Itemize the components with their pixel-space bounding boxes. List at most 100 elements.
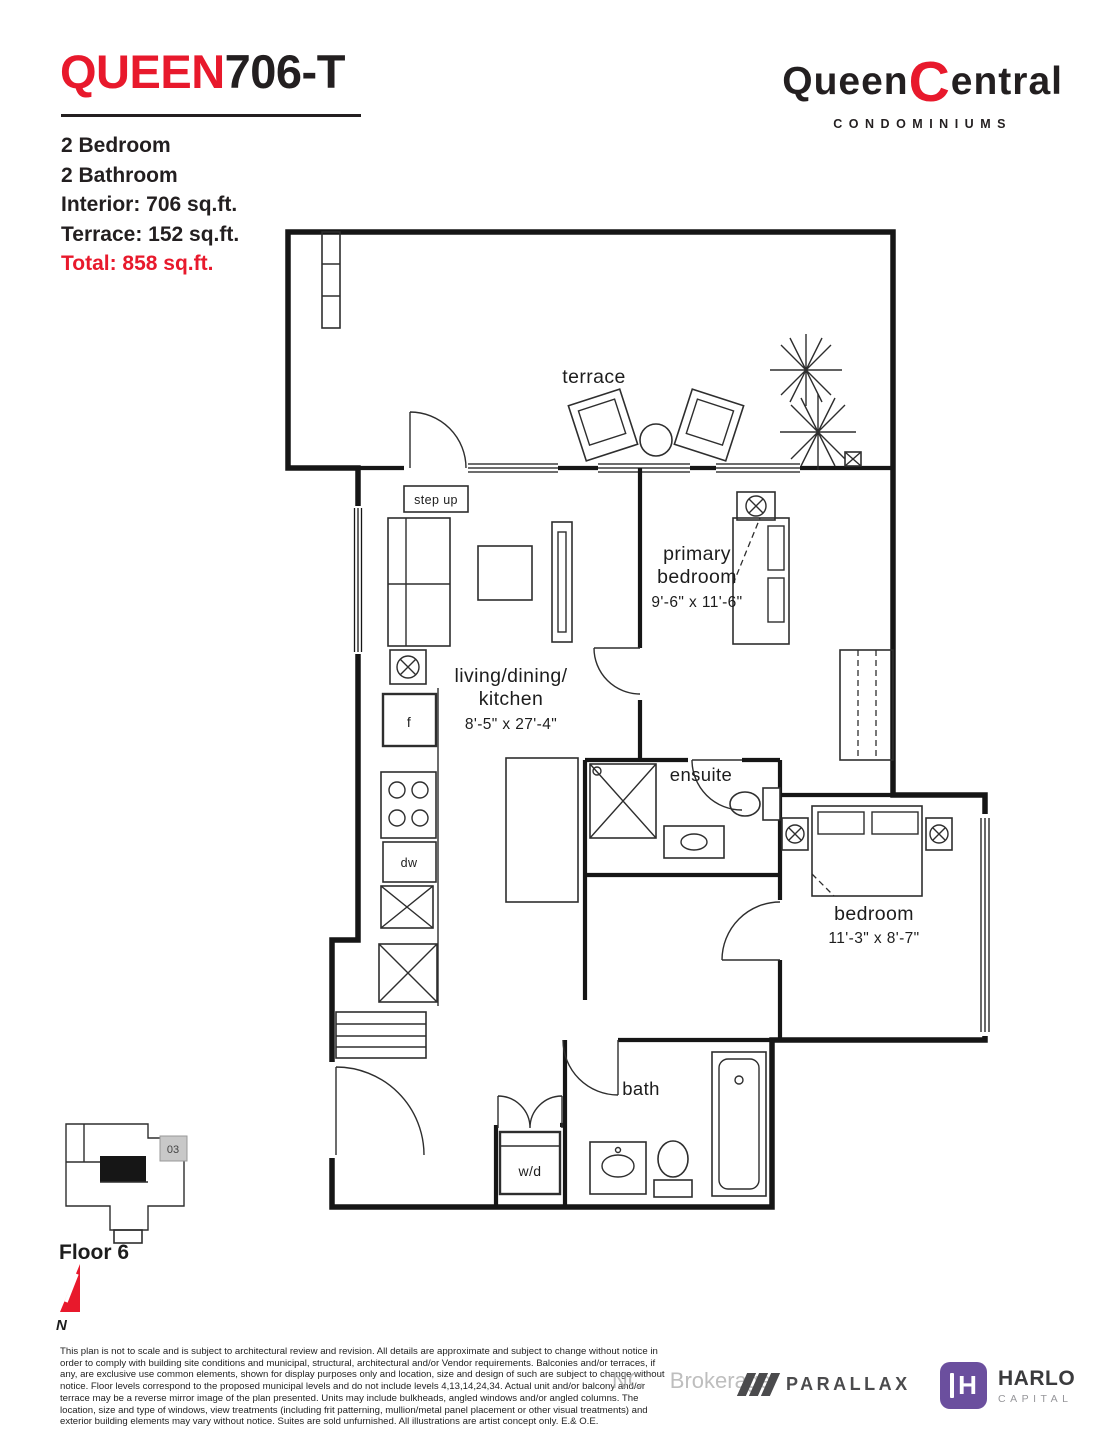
toilet-icon [653, 1140, 693, 1198]
vanity-sink-icon [663, 825, 725, 859]
brand-logo: QueenCentral CONDOMINIUMS [782, 54, 1063, 131]
brand-wordmark: QueenCentral [782, 54, 1063, 111]
terrace-door-icon [409, 411, 467, 469]
shower-icon [589, 763, 657, 839]
primary-door-icon [593, 647, 641, 695]
spec-terrace: Terrace: 152 sq.ft. [61, 222, 240, 246]
unit-number-red: QUEEN [60, 45, 225, 98]
louver-closet-icon [335, 1011, 427, 1059]
page-title: QUEEN706-T [60, 48, 345, 95]
brand-c-icon: C [908, 50, 951, 114]
light-fixture-icon [389, 649, 427, 685]
room-labels: terrace step up primary bedroom 9'-6" x … [401, 366, 920, 1179]
dishwasher-icon [382, 841, 437, 883]
primary-bedroom-label-1: primary [663, 543, 731, 565]
bath-label: bath [622, 1078, 660, 1099]
entry-door-icon [335, 1066, 425, 1156]
title-underline [61, 114, 361, 117]
parallax-logo: PARALLAX [736, 1373, 911, 1396]
toilet-icon [729, 787, 781, 821]
key-plan-unit-label: 03 [167, 1144, 179, 1156]
fridge-icon [381, 692, 438, 748]
parallax-logo-text: PARALLAX [786, 1374, 911, 1394]
wd-bifold-door-icon [497, 1095, 563, 1129]
key-plan-unit-marker [159, 1135, 188, 1162]
bedroom-dims: 11'-3" x 8'-7" [828, 930, 919, 947]
harlo-subtitle: CAPITAL [998, 1392, 1073, 1405]
ensuite-door-icon [691, 759, 743, 811]
bedroom-fixtures [781, 805, 953, 897]
terrace-chair-icon [673, 388, 745, 462]
dishwasher-label: dw [401, 856, 418, 870]
harlo-logo-icon: H [940, 1362, 987, 1409]
brand-queen: Queen [782, 60, 909, 103]
bedroom-door-icon [721, 901, 781, 961]
spec-total: Total: 858 sq.ft. [61, 252, 214, 275]
window-icon [353, 463, 990, 1032]
key-plan: 03 Floor 6 [59, 1123, 188, 1264]
bed [732, 517, 790, 645]
floor-label: Floor 6 [59, 1241, 129, 1264]
step-up-label: step up [414, 493, 458, 507]
plant-icon [770, 334, 842, 406]
brand-subtitle: CONDOMINIUMS [833, 117, 1012, 131]
ensuite-label: ensuite [670, 764, 732, 785]
kitchen-fixtures [378, 649, 439, 1006]
terrace-chair-icon [567, 388, 639, 462]
washer-dryer-icon [498, 1130, 562, 1196]
harlo-logo-text: HARLO CAPITAL [998, 1367, 1075, 1405]
ensuite-fixtures [589, 763, 781, 859]
terrace-zone [321, 231, 862, 513]
bath-door-icon [562, 1039, 619, 1096]
plant-icon [780, 394, 856, 470]
fridge-label: f [407, 714, 411, 730]
sofa [387, 517, 451, 647]
parallax-logo-icon [736, 1373, 781, 1396]
dining-table [505, 757, 579, 903]
spec-bathrooms: 2 Bathroom [61, 163, 178, 187]
terrace-column [321, 231, 341, 329]
unit-number-black: 706-T [224, 45, 346, 98]
harlo-capital-logo: H HARLO CAPITAL [940, 1362, 1075, 1409]
sconce-icon [925, 817, 953, 851]
bathtub-icon [711, 1051, 767, 1197]
living-label-2: kitchen [479, 688, 544, 710]
disclaimer-text: This plan is not to scale and is subject… [60, 1346, 665, 1428]
coffee-table [477, 545, 533, 601]
step-up-box [403, 485, 469, 513]
primary-bedroom-dims: 9'-6" x 11'-6" [651, 594, 742, 611]
interior-walls [358, 465, 893, 1207]
north-label: N [56, 1317, 68, 1334]
terrace-table-icon [639, 423, 673, 457]
north-arrow-icon: N [56, 1264, 80, 1334]
tv-unit [551, 521, 573, 643]
cooktop-icon [380, 771, 437, 839]
harlo-name: HARLO [998, 1366, 1076, 1390]
spec-interior: Interior: 706 sq.ft. [61, 193, 238, 216]
bedroom-label: bedroom [834, 903, 914, 925]
vent-icon [844, 451, 862, 467]
sink-icon [380, 885, 434, 929]
bath-fixtures [589, 1051, 767, 1198]
living-dims: 8'-5" x 27'-4" [465, 716, 557, 733]
primary-bedroom-label-2: bedroom [657, 566, 737, 588]
unit-outline [285, 229, 988, 1210]
spec-bedrooms: 2 Bedroom [61, 134, 171, 157]
laundry-fixtures [335, 1011, 562, 1196]
washer-dryer-label: w/d [518, 1163, 542, 1179]
pantry-icon [378, 943, 438, 1003]
sconce-icon [781, 817, 809, 851]
primary-bedroom-fixtures [732, 491, 894, 761]
unit-specs: 2 Bedroom 2 Bathroom Interior: 706 sq.ft… [61, 131, 239, 279]
living-label-1: living/dining/ [455, 665, 568, 687]
living-furniture [387, 517, 579, 903]
terrace-label: terrace [562, 366, 626, 388]
light-fixture-icon [736, 491, 776, 521]
bed [811, 805, 923, 897]
closet [839, 649, 894, 761]
brand-entral: entral [950, 60, 1063, 103]
watermark-part1: NC [612, 1368, 644, 1393]
door-swings [335, 411, 781, 1156]
